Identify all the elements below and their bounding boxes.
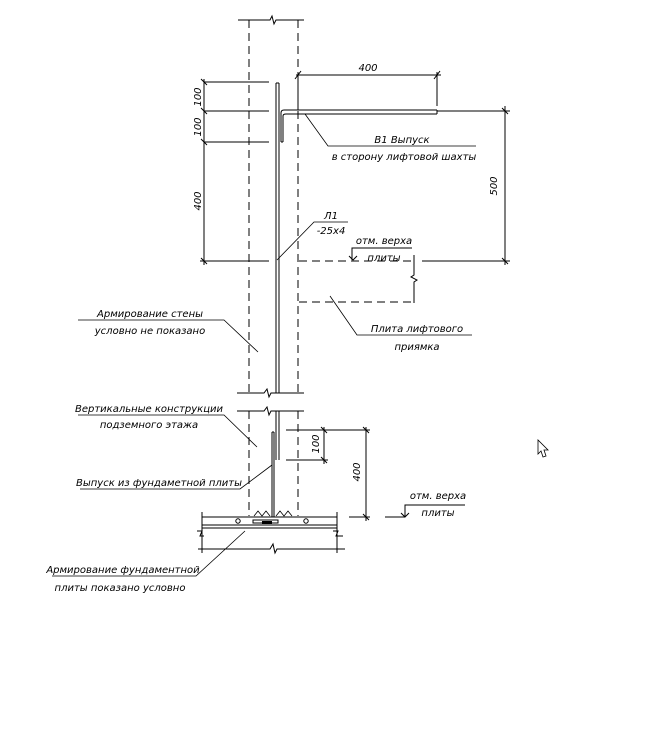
plate-l1-mark-line2: -25х4: [317, 226, 346, 237]
slab-top-mark-lower-line1: отм. верха: [410, 491, 466, 502]
slab-top-mark-upper-line2: плиты: [367, 253, 400, 264]
pit-slab-label-line1: Плита лифтового: [371, 324, 463, 335]
wall-reinforcement-label-line2: условно не показано: [94, 326, 205, 337]
top-break-line: [238, 14, 304, 26]
outlet-b1-bar-inner: [282, 113, 437, 142]
foundation-reinforcement-label-line2: плиты показано условно: [55, 583, 186, 594]
mouse-cursor-icon: [537, 439, 549, 458]
plate-l1-leader: [276, 221, 348, 261]
dim-400-lower-text: 400: [352, 462, 363, 481]
mid-break-line-lower: [237, 405, 304, 417]
dim-500-text: 500: [489, 176, 500, 195]
pit-slab-leader: [329, 295, 472, 336]
slab-top-mark-upper: [351, 247, 412, 260]
slab-top-mark-upper-line1: отм. верха: [356, 236, 412, 247]
tick: [200, 257, 208, 265]
dim-100-lower-text: 100: [193, 117, 204, 136]
dim-400-top-text: 400: [358, 63, 377, 74]
foundation-reinforcement-leader: [52, 530, 246, 577]
foundation-slab-left-break: [197, 530, 204, 537]
wall-reinforcement-label-line1: Армирование стены: [96, 309, 203, 320]
foundation-outlet-label: Выпуск из фундаметной плиты: [76, 478, 242, 489]
vertical-structures-label-line1: Вертикальные конструкции: [75, 404, 224, 415]
wall-reinforcement-leader: [78, 319, 259, 353]
rebar-circle-left: [235, 518, 241, 524]
mid-break-line-upper: [237, 387, 304, 399]
foundation-bottom-break-line: [198, 542, 345, 555]
tick: [501, 107, 509, 115]
slab-top-mark-lower: [404, 504, 465, 517]
outlet-base-plate-fill: [262, 521, 272, 524]
dim-100-lower-text: 100: [311, 434, 322, 453]
outlet-b1-leader: [304, 113, 476, 147]
slab-top-mark-upper-arrow: [348, 255, 358, 261]
tick: [433, 70, 441, 80]
outlet-b1-bar-outer: [280, 109, 437, 142]
tick: [320, 456, 328, 464]
tick: [200, 78, 208, 86]
vertical-structures-label-line2: подземного этажа: [100, 420, 198, 431]
tick: [294, 70, 302, 80]
dim-400-left-text: 400: [193, 191, 204, 210]
tick: [200, 107, 208, 115]
tick: [501, 257, 509, 265]
plate-l1-mark-line1: Л1: [323, 211, 338, 222]
pit-slab-label-line2: приямка: [394, 342, 439, 353]
foundation-slab-right-break: [333, 530, 343, 537]
rebar-circle-right: [303, 518, 309, 524]
outlet-b1-label-line2: в сторону лифтовой шахты: [332, 152, 477, 163]
tick: [200, 138, 208, 146]
foundation-outlet-leader: [80, 464, 273, 490]
slab-top-mark-lower-line2: плиты: [421, 508, 454, 519]
slab-top-mark-lower-arrow: [400, 512, 410, 518]
dim-100-upper-text: 100: [193, 87, 204, 106]
outlet-b1-label-line1: В1 Выпуск: [374, 135, 429, 146]
tick: [320, 426, 328, 434]
tick: [362, 426, 370, 434]
foundation-reinforcement-label-line1: Армирование фундаментной: [45, 565, 200, 576]
wall-base-zigzag: [253, 510, 293, 517]
pit-slab-break: [410, 255, 418, 303]
tick: [362, 513, 370, 521]
vertical-structures-leader: [78, 414, 258, 448]
